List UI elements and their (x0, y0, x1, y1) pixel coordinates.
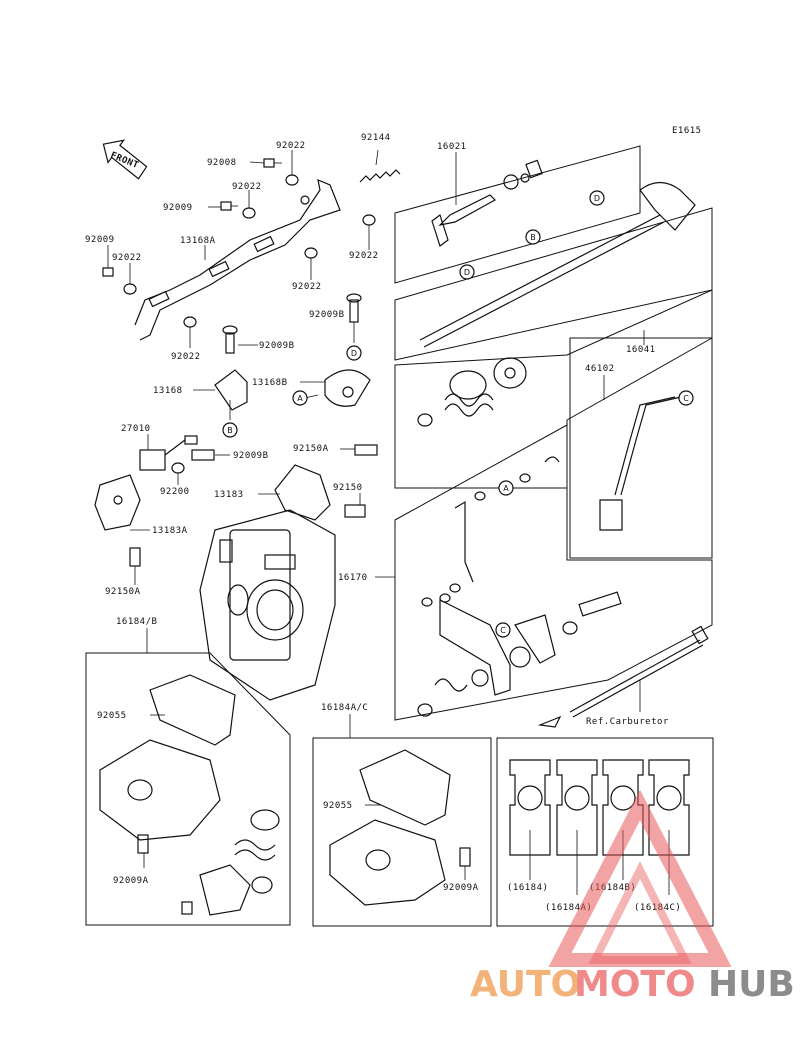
screw-92009B-lower (171, 449, 215, 474)
part-label: 92200 (160, 487, 190, 497)
bracket-13168A (134, 179, 341, 341)
part-label: 92022 (276, 141, 306, 151)
carburetor-body (199, 509, 336, 701)
part-label: 92009 (163, 203, 193, 213)
part-label: 92009A (443, 883, 479, 893)
part-label: 92022 (349, 251, 379, 261)
callout-circle-d: D (459, 264, 475, 280)
svg-text:A: A (297, 394, 303, 403)
cable-46102 (599, 396, 682, 531)
panel-16021 (394, 145, 641, 284)
bracket-13183A (94, 474, 141, 531)
spring-coil-icon (417, 357, 527, 427)
callout-circle-c: C (495, 622, 511, 638)
panel-16041-springs (394, 289, 713, 489)
part-label: (16184) (507, 883, 548, 893)
part-label: 13168B (252, 378, 288, 388)
part-label: 92150 (333, 483, 363, 493)
bracket-13168 (214, 325, 248, 411)
part-label: 92150A (293, 444, 329, 454)
part-label: 13183A (152, 526, 188, 536)
part-label: 92009B (233, 451, 269, 461)
watermark-hub: HUB (708, 964, 795, 1005)
bracket-13183 (274, 464, 331, 521)
svg-text:C: C (683, 394, 689, 403)
part-label: 46102 (585, 364, 615, 374)
part-label: 16184A/C (321, 703, 368, 713)
part-number-labels: 92144 16021 92008 92022 92022 92009 9202… (85, 133, 681, 913)
figure-code: E1615 (672, 126, 702, 136)
svg-text:C: C (500, 626, 506, 635)
automotohub-logo: AUTO MOTO HUB (470, 789, 795, 1005)
shaft-16041 (419, 181, 696, 348)
svg-text:B: B (530, 233, 536, 242)
linkage-16170 (417, 456, 622, 717)
part-label: (16184A) (545, 903, 592, 913)
part-label: (16184C) (634, 903, 681, 913)
screw-92150A (129, 444, 378, 567)
part-label: 92009B (309, 310, 345, 320)
part-label: 92009A (113, 876, 149, 886)
part-label: 16184/B (116, 617, 157, 627)
part-label: 13168 (153, 386, 183, 396)
part-label: 16021 (437, 142, 467, 152)
switch-27010 (139, 435, 198, 471)
part-label: 13168A (180, 236, 216, 246)
gasket-icon (509, 759, 690, 856)
part-label: 27010 (121, 424, 151, 434)
part-label: 92055 (323, 801, 353, 811)
ref-carburetor-label: Ref.Carburetor (586, 717, 669, 727)
callout-circle-d: D (589, 190, 605, 206)
panel-16184B (85, 652, 291, 926)
ref-carburetor-rod (537, 625, 709, 728)
throttle-shaft-16021 (431, 159, 543, 247)
spring-92144 (359, 149, 401, 183)
callout-circle-b: B (525, 229, 541, 245)
part-label: 16041 (626, 345, 656, 355)
part-label: 92008 (207, 158, 237, 168)
svg-text:A: A (503, 484, 509, 493)
part-label: 92009 (85, 235, 115, 245)
part-label: 16170 (338, 573, 368, 583)
part-label: 92022 (171, 352, 201, 362)
callout-circle-a: A (292, 390, 308, 406)
svg-text:B: B (227, 426, 233, 435)
callout-circle-b: B (222, 422, 238, 438)
part-label: 92022 (292, 282, 322, 292)
bracket-13168B (324, 369, 371, 407)
panel-16184AC (312, 737, 492, 927)
screw-92009B (346, 293, 362, 323)
part-label: 92009B (259, 341, 295, 351)
panel-16170 (394, 424, 713, 721)
callout-circle-d: D (346, 345, 362, 361)
part-label: 92022 (112, 253, 142, 263)
panel-gaskets (496, 737, 714, 927)
callout-circle-a: A (498, 480, 514, 496)
float-bowl-16184AC (329, 749, 471, 906)
svg-text:D: D (594, 194, 600, 203)
part-label: (16184B) (589, 883, 636, 893)
part-label: 92144 (361, 133, 391, 143)
watermark-auto: AUTO (470, 964, 581, 1005)
washer-icon (123, 174, 376, 328)
leader-lines (107, 150, 670, 895)
svg-text:D: D (351, 349, 357, 358)
part-label: 13183 (214, 490, 244, 500)
watermark-moto: MOTO (574, 964, 696, 1005)
panel-46102 (569, 337, 713, 559)
front-arrow-icon: FRONT (102, 139, 148, 180)
part-label: 92150A (105, 587, 141, 597)
callout-circle-c: C (678, 390, 694, 406)
part-label: 92055 (97, 711, 127, 721)
part-label: 92022 (232, 182, 262, 192)
svg-text:D: D (464, 268, 470, 277)
float-bowl-16184B (99, 674, 280, 916)
